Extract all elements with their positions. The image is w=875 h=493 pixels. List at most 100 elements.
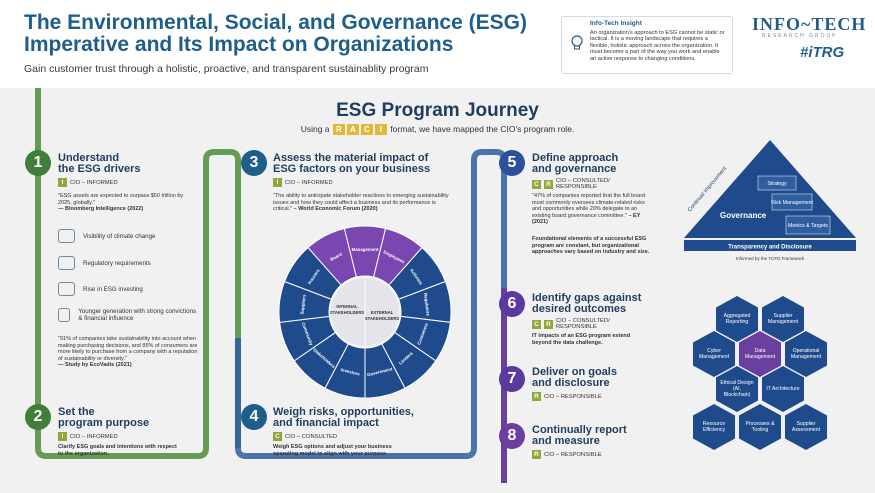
step-2-title-l1: Set the [58,406,95,418]
journey-title: ESG Program Journey [336,100,539,121]
step-5-quote: "47% of companies reported that the full… [532,193,652,226]
step-3-number: 3 [241,150,267,176]
step-5-title-l1: Define approach [532,152,619,164]
role-badge: C [532,179,541,189]
wheel-segment-label: Regulators [423,293,431,317]
insight-box: Info-Tech Insight An organization's appr… [561,16,733,74]
driver-item: Visibility of climate change [58,229,155,243]
role-text: CIO – CONSULTED/ RESPONSIBLE [556,178,610,190]
wheel-segment [283,246,342,300]
driver-label: Younger generation with strong convictio… [78,308,197,322]
step-3-title-l2: ESG factors on your business [273,163,431,175]
logo-subtext: RESEARCH GROUP [762,33,838,39]
driver-item: Rise in ESG investing [58,282,143,296]
driver-label: Visibility of climate change [83,232,156,240]
step-8-title-l1: Continually report [532,424,627,436]
raci-post-text: format, we have mapped the CIO's program… [390,124,575,134]
step-8-title-l2: and measure [532,435,600,447]
role-badge: I [58,432,67,441]
step-6-number: 6 [499,291,525,317]
role-text: CIO – CONSULTED/ RESPONSIBLE [556,318,610,330]
investing-icon [58,282,75,296]
role-badge: R [532,450,541,459]
step-7-number: 7 [499,366,525,392]
external-label-1: EXTERNAL [371,310,394,315]
step-4-title-l2: and financial impact [273,417,379,429]
regulation-document-icon [58,256,75,270]
title-line-1: The Environmental, Social, and Governanc… [24,11,527,34]
people-group-icon [58,308,71,322]
step-6-title-l2: desired outcomes [532,303,627,315]
wheel-segment-label: Management [352,247,379,252]
wheel-segment-label: Board [329,251,343,261]
role-badge: R [532,392,541,401]
step-6-text: IT impacts of an ESG program extend beyo… [532,333,631,346]
step-5-number: 5 [499,150,525,176]
quote-text: "47% of companies reported that the full… [532,193,646,219]
infotech-logo: INFO~TECH [752,14,867,34]
title-line-2: Imperative and Its Impact on Organizatio… [24,33,454,56]
tcfd-pyramid: Continual Improvement Governance Strateg… [684,140,856,261]
internal-label-2: STAKEHOLDERS [330,310,365,315]
quote-source: – World Economic Forum (2020) [293,206,378,213]
step-1-quote: "ESG assets are expected to surpass $50 … [58,193,198,213]
tcfd-caption: Informed by the TCFD Framework [736,256,805,261]
step-4-number: 4 [241,404,267,430]
step-7-title-l1: Deliver on goals [532,366,617,378]
step-7-title-l2: and disclosure [532,377,610,389]
quote-source: — Study by EcoVadis (2021) [58,362,132,369]
subtitle: Gain customer trust through a holistic, … [24,63,429,75]
governance-label: Governance [720,211,767,220]
raci-a: A [346,124,359,135]
itrg-logo: #iTRG [800,44,845,61]
quote-source: — Bloomberg Intelligence (2022) [58,206,144,213]
strategy-label: Strategy [767,181,787,187]
page-title: The Environmental, Social, and Governanc… [24,12,564,56]
step-2-number: 2 [25,404,51,430]
driver-label: Rise in ESG investing [83,285,143,293]
metrics-label: Metrics & Targets [788,223,828,229]
role-text: CIO – INFORMED [70,179,118,186]
step-5-text: Foundational elements of a successful ES… [532,236,650,256]
role-badge: I [273,178,282,187]
step-8-number: 8 [499,423,525,449]
role-text: CIO – INFORMED [285,179,333,186]
risk-label: Risk Management [771,200,813,206]
raci-i: I [374,124,387,135]
role-badge: C [273,432,282,441]
step-1-quote-2: "91% of companies take sustainability in… [58,336,198,369]
header: The Environmental, Social, and Governanc… [0,0,875,88]
insight-text: An organization's approach to ESG cannot… [590,29,725,62]
role-badge: R [544,319,553,329]
step-4-title-l1: Weigh risks, opportunities, [273,406,414,418]
globe-climate-icon [58,229,75,243]
step-2-title-l2: program purpose [58,417,150,429]
driver-label: Regulatory requirements [83,259,151,267]
lightbulb-icon [571,35,583,50]
step-3-title-l1: Assess the material impact of [273,152,429,164]
quote-source: – EY (2021) [532,212,641,226]
role-text: CIO – CONSULTED [285,433,338,440]
wheel-segment-label: Investors [340,367,361,377]
step-1-title-l1: Understand [58,152,120,164]
transparency-label: Transparency and Disclosure [728,245,812,251]
driver-item: Younger generation with strong convictio… [58,308,198,322]
role-text: CIO – INFORMED [70,433,118,440]
role-badge: R [544,179,553,189]
role-text: CIO – RESPONSIBLE [544,393,602,400]
step-5-title-l2: and governance [532,163,617,175]
